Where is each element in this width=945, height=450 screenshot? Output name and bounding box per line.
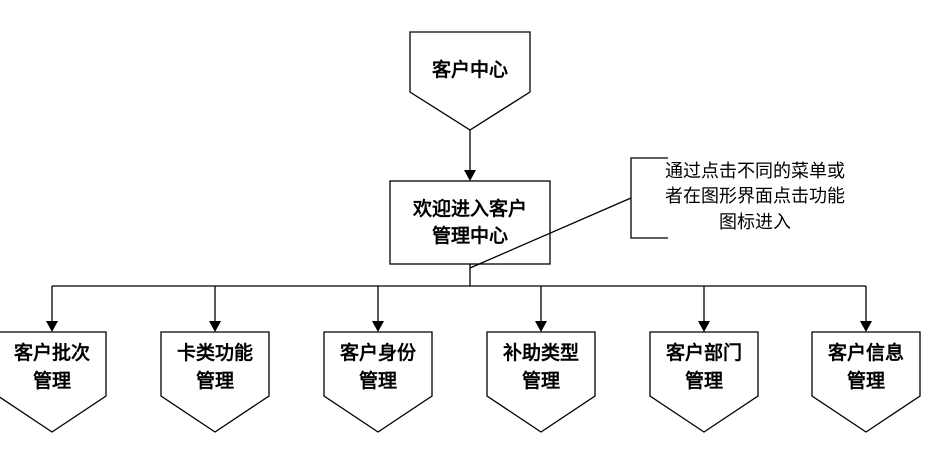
child-node-shape — [486, 331, 596, 433]
child-arrowhead — [372, 321, 384, 332]
callout-line-1: 通过点击不同的菜单或 — [665, 161, 845, 182]
child-node-line2: 管理 — [847, 369, 885, 392]
child-node-line1: 补助类型 — [503, 341, 579, 364]
child-arrowhead — [46, 321, 58, 332]
child-arrowhead — [535, 321, 547, 332]
callout-line-2: 者在图形界面点击功能 — [665, 186, 845, 207]
child-node-line1: 卡类功能 — [177, 341, 253, 364]
child-node-shape — [649, 331, 759, 433]
child-node-line2: 管理 — [359, 369, 397, 392]
callout-leader-line — [469, 197, 632, 269]
callout-bracket — [630, 157, 668, 239]
child-node-shape — [160, 331, 270, 433]
child-node-line1: 客户部门 — [666, 341, 742, 364]
child-node-line1: 客户批次 — [14, 341, 90, 364]
child-node-shape — [811, 331, 921, 433]
callout-line-3: 图标进入 — [719, 212, 791, 233]
child-node-line1: 客户信息 — [828, 341, 904, 364]
child-arrowhead — [860, 321, 872, 332]
child-arrowhead — [209, 321, 221, 332]
child-node-line2: 管理 — [33, 369, 71, 392]
top-node-shape — [409, 31, 531, 131]
child-node-shape — [0, 331, 107, 433]
welcome-node-line1: 欢迎进入客户 — [412, 197, 527, 220]
child-node-line1: 客户身份 — [340, 341, 417, 364]
welcome-node-box — [389, 180, 551, 265]
child-arrowhead — [698, 321, 710, 332]
top-node-label: 客户中心 — [432, 58, 508, 81]
top-node: 客户中心 — [409, 31, 531, 131]
child-node-line2: 管理 — [196, 369, 234, 392]
child-node-line2: 管理 — [522, 369, 560, 392]
child-node-shape — [323, 331, 433, 433]
welcome-node: 欢迎进入客户 管理中心 — [389, 180, 551, 265]
callout: 通过点击不同的菜单或 者在图形界面点击功能 图标进入 — [469, 157, 845, 269]
welcome-node-line2: 管理中心 — [432, 224, 508, 247]
arrowhead-welcome — [464, 170, 476, 181]
child-node-line2: 管理 — [685, 369, 723, 392]
